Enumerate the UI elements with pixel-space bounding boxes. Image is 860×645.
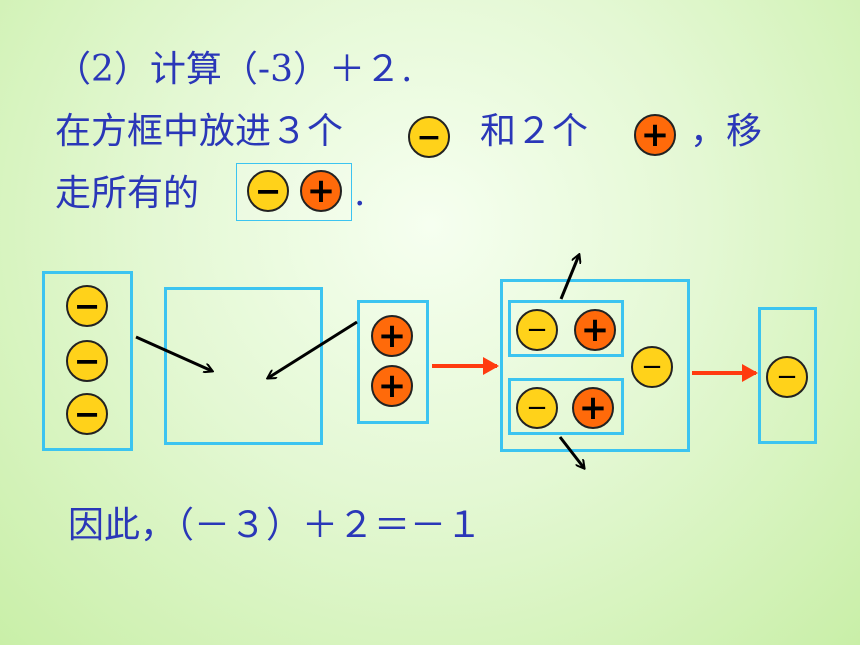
arrow-positives-into-box: [268, 320, 358, 378]
positive-chip-icon: +: [300, 170, 342, 212]
combined-box: [500, 279, 690, 452]
positive-chip-icon: +: [572, 387, 614, 429]
three-negatives-box: [42, 271, 133, 451]
arrow-remove-top-pair: [559, 255, 579, 300]
result-box: [758, 307, 817, 444]
negative-chip-icon: −: [516, 387, 558, 429]
positive-chip-icon: +: [371, 365, 413, 407]
positive-chip-icon: +: [371, 315, 413, 357]
negative-chip-icon: −: [408, 116, 450, 158]
negative-chip-icon: −: [66, 285, 108, 327]
arrow-negatives-into-box: [135, 335, 212, 371]
negative-chip-icon: −: [66, 340, 108, 382]
negative-chip-icon: −: [516, 309, 558, 351]
positive-chip-icon: +: [574, 309, 616, 351]
negative-chip-icon: −: [631, 346, 673, 388]
zero-pair-bottom-box: [508, 378, 624, 435]
problem-title: （2）计算（-3）＋２.: [55, 49, 413, 90]
conclusion-text: 因此，（－３）＋２＝－１: [68, 505, 483, 546]
positive-chip-icon: +: [634, 114, 676, 156]
instruction-line-1: 在方框中放进３个: [55, 110, 343, 154]
negative-chip-icon: −: [766, 356, 808, 398]
negative-chip-icon: −: [66, 393, 108, 435]
instruction-text-d: 走所有的: [55, 173, 200, 214]
instruction-text-a: 在方框中放进３个: [55, 111, 344, 152]
zero-pair-top-box: [508, 300, 624, 357]
two-positives-box: [357, 300, 429, 424]
arrow-remove-bottom-pair: [558, 436, 584, 468]
negative-chip-icon: −: [247, 170, 289, 212]
instruction-period: .: [354, 173, 366, 214]
instruction-text-b: 和２个: [480, 111, 589, 152]
empty-target-box: [164, 287, 323, 445]
instruction-text-c: ，移: [690, 111, 763, 152]
